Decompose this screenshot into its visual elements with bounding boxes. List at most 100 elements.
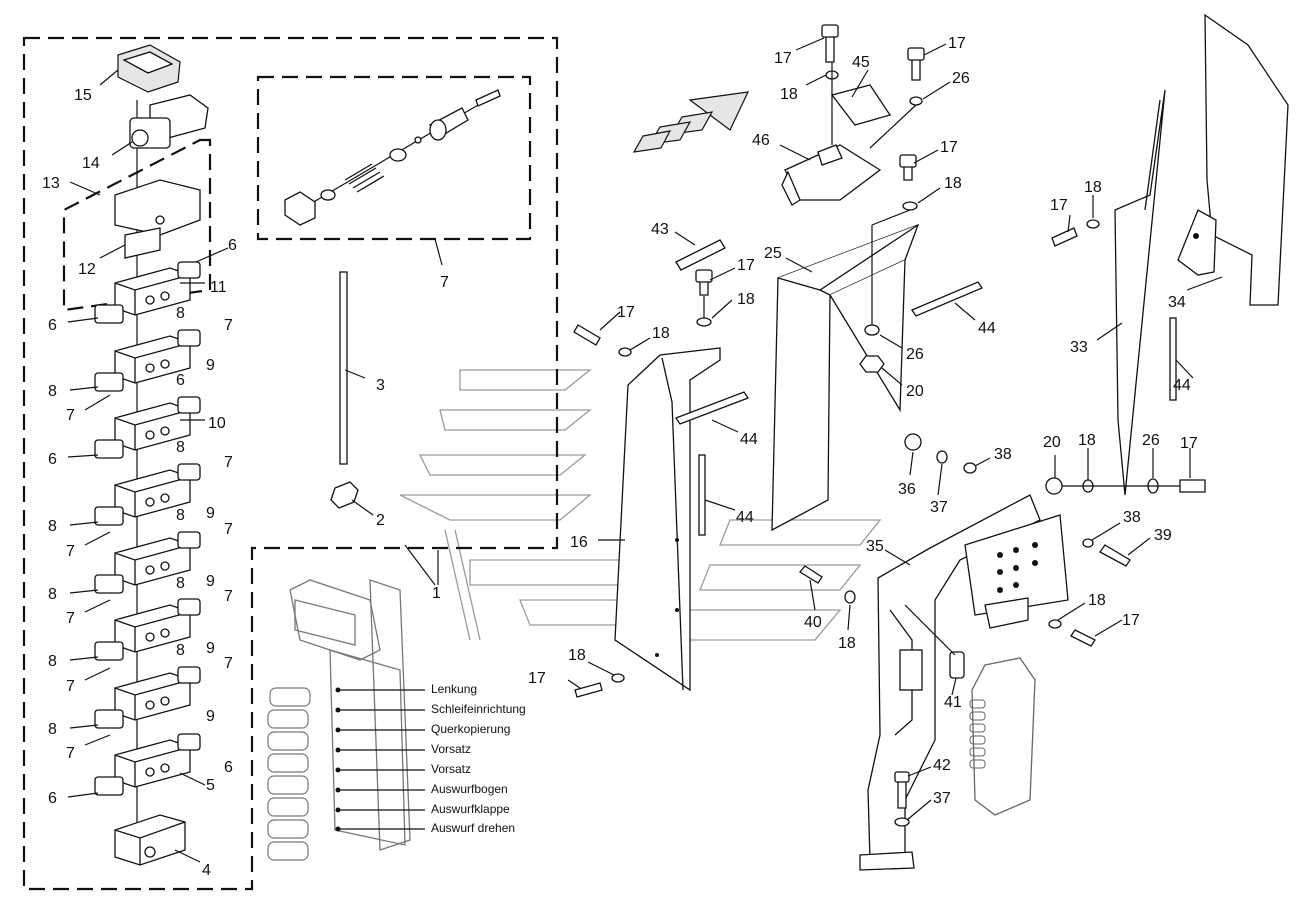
callout-12: 12 bbox=[78, 261, 96, 278]
callout-20a: 20 bbox=[906, 383, 924, 400]
valve-label-5: Vorsatz bbox=[431, 762, 471, 776]
valve-label-3: Querkopierung bbox=[431, 722, 510, 736]
callout-6d: 6 bbox=[48, 451, 57, 468]
callout-11: 11 bbox=[210, 279, 227, 296]
callout-6c: 6 bbox=[176, 372, 185, 389]
callout-44b: 44 bbox=[736, 509, 754, 526]
callout-8e: 8 bbox=[176, 507, 185, 524]
callout-7j: 7 bbox=[66, 745, 75, 762]
valve-label-1: Lenkung bbox=[431, 682, 477, 696]
callout-42: 42 bbox=[933, 757, 951, 774]
callout-8g: 8 bbox=[176, 575, 185, 592]
cover-plate-25 bbox=[771, 223, 920, 532]
strips-44-43 bbox=[675, 239, 1177, 536]
valve-stack bbox=[94, 44, 209, 866]
valve-label-7: Auswurfklappe bbox=[431, 802, 510, 816]
callout-26a: 26 bbox=[952, 70, 970, 87]
support-frame-35 bbox=[859, 494, 1069, 871]
callout-9b: 9 bbox=[206, 505, 215, 522]
callout-8j: 8 bbox=[48, 721, 57, 738]
valve-label-4: Vorsatz bbox=[431, 742, 471, 756]
assembly-boundary-pilot bbox=[62, 138, 212, 312]
pilot-block bbox=[114, 179, 201, 259]
callout-2: 2 bbox=[376, 512, 385, 529]
callout-9e: 9 bbox=[206, 708, 215, 725]
valve-label-2: Schleifeinrichtung bbox=[431, 702, 526, 716]
valve-section bbox=[94, 261, 201, 324]
side-panel-16 bbox=[614, 347, 721, 692]
callout-10: 10 bbox=[208, 415, 226, 432]
callout-17h: 17 bbox=[1180, 435, 1198, 452]
right-panel-34 bbox=[1177, 13, 1289, 306]
valve-thumbnail bbox=[969, 657, 1036, 816]
connector-housing bbox=[117, 44, 181, 93]
valve-label-8: Auswurf drehen bbox=[431, 821, 515, 835]
callout-41: 41 bbox=[944, 694, 962, 711]
callout-26c: 26 bbox=[1142, 432, 1160, 449]
callout-8c: 8 bbox=[176, 439, 185, 456]
callout-8d: 8 bbox=[48, 518, 57, 535]
callout-18g: 18 bbox=[1078, 432, 1096, 449]
callout-44a: 44 bbox=[740, 431, 758, 448]
tie-rod bbox=[330, 271, 359, 509]
callout-17g: 17 bbox=[1050, 197, 1068, 214]
callout-43: 43 bbox=[651, 221, 669, 238]
callout-37a: 37 bbox=[930, 499, 948, 516]
callout-17f: 17 bbox=[940, 139, 958, 156]
callout-35: 35 bbox=[866, 538, 884, 555]
callout-36: 36 bbox=[898, 481, 916, 498]
callout-18a: 18 bbox=[737, 291, 755, 308]
callout-8b: 8 bbox=[48, 383, 57, 400]
end-block bbox=[114, 814, 186, 866]
callout-37b: 37 bbox=[933, 790, 951, 807]
callout-8a: 8 bbox=[176, 305, 185, 322]
assembly-boundary-cartridge bbox=[256, 75, 532, 241]
callout-39: 39 bbox=[1154, 527, 1172, 544]
plate-45 bbox=[830, 84, 892, 126]
callout-18e: 18 bbox=[944, 175, 962, 192]
callout-34: 34 bbox=[1168, 294, 1186, 311]
leader-lines bbox=[67, 37, 1223, 863]
direction-arrow-icon bbox=[632, 91, 750, 153]
callout-7g: 7 bbox=[224, 588, 233, 605]
callout-7c: 7 bbox=[224, 454, 233, 471]
callout-26b: 26 bbox=[906, 346, 924, 363]
callout-6f: 6 bbox=[48, 790, 57, 807]
callout-17a: 17 bbox=[737, 257, 755, 274]
callout-45: 45 bbox=[852, 54, 870, 71]
callout-7b: 7 bbox=[66, 407, 75, 424]
callout-16: 16 bbox=[570, 534, 588, 551]
callout-38a: 38 bbox=[994, 446, 1012, 463]
callout-25: 25 bbox=[764, 245, 782, 262]
callout-8i: 8 bbox=[176, 642, 185, 659]
callout-9d: 9 bbox=[206, 640, 215, 657]
assembly-boundary-main bbox=[22, 36, 559, 891]
callout-44d: 44 bbox=[1173, 377, 1191, 394]
callout-7f: 7 bbox=[66, 610, 75, 627]
callout-18i: 18 bbox=[1088, 592, 1106, 609]
cartridge-detail bbox=[284, 89, 501, 226]
right-panel-33 bbox=[1114, 89, 1166, 496]
callout-7a: 7 bbox=[224, 317, 233, 334]
callout-9c: 9 bbox=[206, 573, 215, 590]
fasteners-center bbox=[573, 24, 925, 698]
valve-block-inset bbox=[267, 579, 425, 861]
callout-5: 5 bbox=[206, 777, 215, 794]
valve-label-6: Auswurfbogen bbox=[431, 782, 508, 796]
fasteners-right bbox=[1045, 219, 1206, 495]
callout-4: 4 bbox=[202, 862, 211, 879]
callout-8f: 8 bbox=[48, 586, 57, 603]
callout-9a: 9 bbox=[206, 357, 215, 374]
fasteners-frame bbox=[799, 433, 1131, 827]
callout-44c: 44 bbox=[978, 320, 996, 337]
callout-7e: 7 bbox=[224, 521, 233, 538]
solenoid-head bbox=[129, 94, 209, 149]
callout-46: 46 bbox=[752, 132, 770, 149]
bracket-46 bbox=[781, 144, 882, 206]
callout-1: 1 bbox=[432, 585, 441, 602]
callout-8h: 8 bbox=[48, 653, 57, 670]
callout-18b: 18 bbox=[652, 325, 670, 342]
callout-13: 13 bbox=[42, 175, 60, 192]
callout-15: 15 bbox=[74, 87, 92, 104]
